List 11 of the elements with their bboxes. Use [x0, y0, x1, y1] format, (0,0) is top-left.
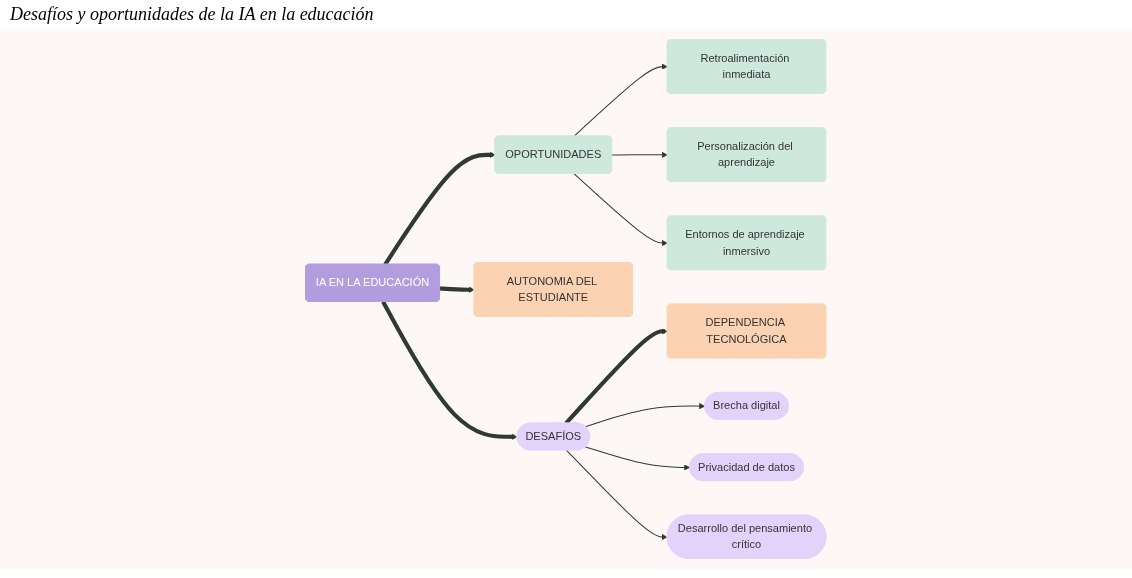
arrow: [573, 63, 669, 137]
arrow: [573, 173, 669, 247]
diagram-title: Desafíos y oportunidades de la IA en la educación: [9, 3, 375, 26]
arrow: [564, 328, 669, 425]
arrow: [585, 446, 691, 471]
arrow: [611, 151, 669, 158]
arrow: [566, 449, 668, 541]
arrow: [585, 403, 706, 428]
arrow: [440, 286, 475, 293]
arrow: [383, 151, 496, 266]
arrow: [381, 300, 518, 440]
